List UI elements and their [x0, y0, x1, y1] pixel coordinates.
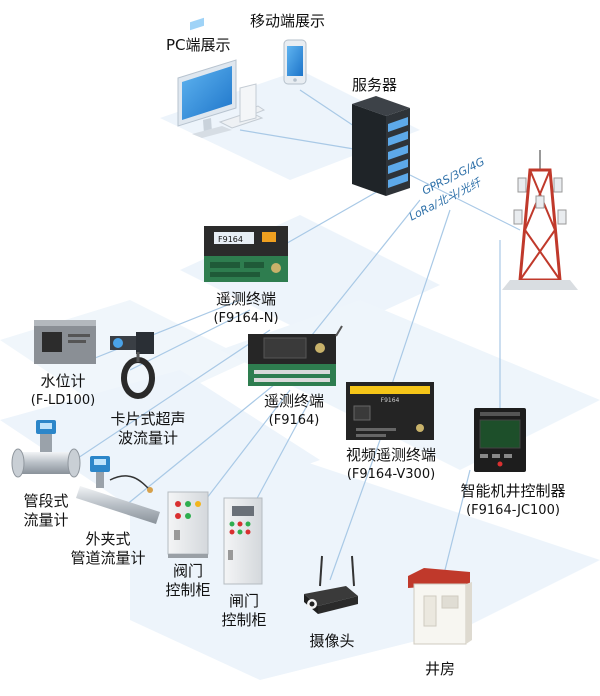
- well-house-label: 井房: [424, 660, 455, 678]
- ultrasonic-flow-meter-device: [110, 332, 155, 399]
- video-rtu-screen-label: F9164: [381, 397, 400, 404]
- pipe-segment-flow-meter-device: [11, 420, 81, 478]
- water-level-meter-device: [34, 320, 96, 364]
- water-level-meter-label: 水位计(F-LD100): [30, 372, 96, 408]
- clamp-on-flow-meter-label: 外夹式管道流量计: [70, 530, 146, 567]
- rtu-f9164n-device: F9164: [204, 226, 288, 282]
- gate-control-cabinet-device: [223, 497, 263, 585]
- smart-well-controller-label: 智能机井控制器(F9164-JC100): [460, 482, 566, 518]
- camera-label: 摄像头: [309, 632, 355, 650]
- smart-well-controller-device: [474, 408, 526, 472]
- rtu-f9164-device: [248, 325, 343, 386]
- mobile-phone-icon: [283, 39, 307, 85]
- pc-monitor-icon: [177, 17, 266, 138]
- pc-display-label: PC端展示: [166, 36, 231, 54]
- server-label: 服务器: [352, 76, 398, 94]
- camera-device: [304, 555, 358, 614]
- rtu-f9164n-screen-label: F9164: [218, 235, 243, 244]
- mobile-display-label: 移动端展示: [250, 12, 326, 30]
- valve-control-cabinet-label: 阀门控制柜: [165, 562, 211, 599]
- ultrasonic-flow-meter-label: 卡片式超声波流量计: [110, 410, 186, 447]
- well-house-icon: [408, 568, 472, 645]
- signal-tower-icon: [502, 150, 578, 290]
- gate-control-cabinet-label: 闸门控制柜: [221, 592, 267, 629]
- clamp-on-flow-meter-device: [76, 456, 160, 524]
- pipe-segment-flow-meter-label: 管段式流量计: [23, 492, 69, 529]
- video-rtu-label: 视频遥测终端(F9164-V300): [345, 446, 436, 482]
- valve-control-cabinet-device: [167, 491, 209, 558]
- server-rack-icon: [352, 96, 410, 196]
- video-rtu-device: F9164: [346, 382, 434, 440]
- rtu-f9164-label: 遥测终端(F9164): [263, 392, 324, 428]
- rtu-f9164n-label: 遥测终端(F9164-N): [213, 290, 279, 326]
